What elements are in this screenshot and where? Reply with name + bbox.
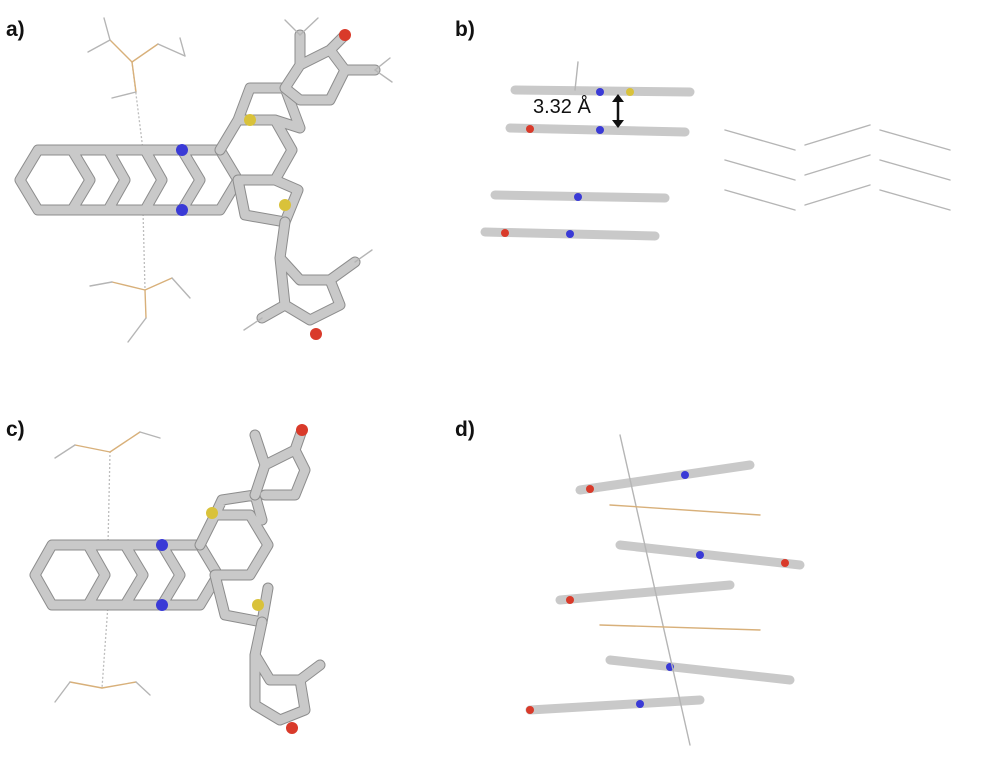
silyl-group-top bbox=[54, 431, 161, 546]
fused-ring-backbone bbox=[29, 539, 224, 611]
herringbone-packing bbox=[724, 124, 951, 211]
silyl-group-bottom bbox=[89, 209, 191, 343]
phenol-bottom bbox=[249, 616, 326, 734]
stack-layer-1 bbox=[510, 61, 695, 97]
phenol-top bbox=[279, 17, 393, 106]
panel-label-c: c) bbox=[6, 418, 25, 441]
panel-label-b: b) bbox=[455, 18, 475, 41]
molecule-structure-c bbox=[29, 424, 326, 734]
panel-label-d: d) bbox=[455, 418, 475, 441]
panel-label-a: a) bbox=[6, 18, 25, 41]
stacking-distance-label: 3.32 Å bbox=[533, 96, 591, 118]
helical-packing-d bbox=[525, 434, 805, 746]
thiophene-rings bbox=[194, 489, 274, 628]
stack-layer-3 bbox=[490, 190, 670, 203]
phenol-top bbox=[249, 424, 311, 501]
helix-stack bbox=[525, 434, 805, 746]
stack-layer-2 bbox=[505, 123, 690, 137]
fused-ring-backbone bbox=[14, 144, 244, 216]
stack-layer-4 bbox=[480, 227, 660, 241]
silyl-group-top bbox=[87, 17, 186, 151]
thiophene-rings bbox=[214, 82, 306, 228]
crystal-packing-b bbox=[480, 61, 951, 241]
silyl-group-bottom bbox=[54, 604, 151, 703]
distance-arrow bbox=[612, 94, 624, 128]
phenol-bottom bbox=[243, 216, 373, 340]
molecule-structure-a bbox=[14, 17, 393, 343]
